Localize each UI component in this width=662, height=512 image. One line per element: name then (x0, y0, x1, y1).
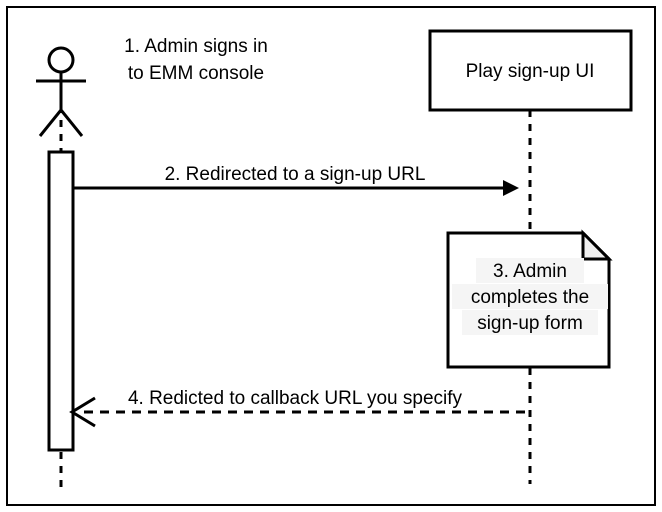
stick-figure-icon (36, 46, 86, 137)
actor-left-leg-line (38, 109, 63, 137)
note-line1-highlight (476, 258, 584, 283)
step1-label-line2: to EMM console (128, 63, 264, 84)
participant-label-play-signup-ui: Play sign-up UI (466, 61, 595, 82)
step2-message-label: 2. Redirected to a sign-up URL (165, 164, 426, 185)
diagram-frame-border (6, 6, 656, 506)
note-line2-highlight (452, 284, 608, 309)
note-label-line3: sign-up form (477, 313, 583, 334)
note-line3-highlight (462, 310, 598, 335)
message-4-arrowhead-icon (69, 396, 96, 428)
note-label-line1: 3. Admin (493, 261, 567, 282)
participant-box-play-signup-ui[interactable] (428, 29, 633, 112)
actor-head-icon (47, 46, 75, 74)
actor-activation-bar (47, 150, 75, 452)
note-label-line2: completes the (471, 287, 589, 308)
step4-message-label: 4. Redicted to callback URL you specify (128, 388, 463, 409)
note-fold-corner-icon (581, 229, 613, 261)
step1-label-line1: 1. Admin signs in (124, 36, 268, 57)
message-2-arrowhead-icon (503, 180, 519, 196)
actor-right-leg-line (59, 109, 84, 137)
